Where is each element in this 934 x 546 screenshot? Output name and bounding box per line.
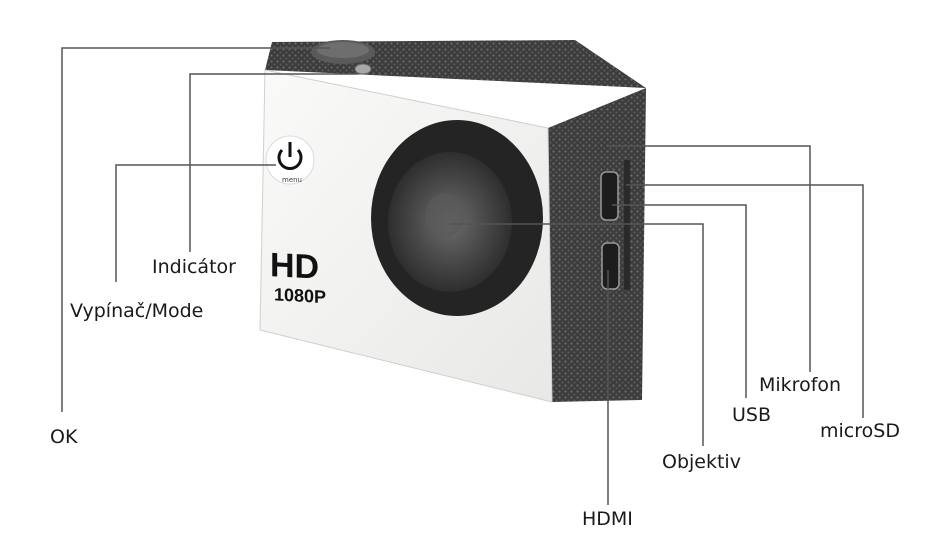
hd-badge-sub: 1080P bbox=[274, 284, 326, 307]
callout-usb: USB bbox=[732, 404, 772, 426]
callout-indicator: Indicátor bbox=[152, 256, 236, 278]
leader-lines bbox=[61, 47, 864, 505]
indicator-led-icon bbox=[354, 63, 372, 75]
power-button-text: menu bbox=[282, 176, 302, 184]
power-button-icon bbox=[265, 135, 315, 185]
callout-ok: OK bbox=[50, 426, 78, 448]
callout-mikrofon: Mikrofon bbox=[759, 374, 842, 396]
usb-port-icon bbox=[600, 171, 619, 221]
hd-badge-main: HD bbox=[270, 246, 319, 287]
callout-microsd: microSD bbox=[820, 420, 900, 442]
callout-hdmi: HDMI bbox=[582, 508, 633, 530]
callout-objektiv: Objektiv bbox=[662, 451, 741, 473]
camera-right-side bbox=[548, 88, 646, 402]
hdmi-port-icon bbox=[601, 242, 620, 290]
callout-power-mode: Vypínač/Mode bbox=[70, 300, 204, 322]
microsd-slot-icon bbox=[624, 160, 630, 290]
